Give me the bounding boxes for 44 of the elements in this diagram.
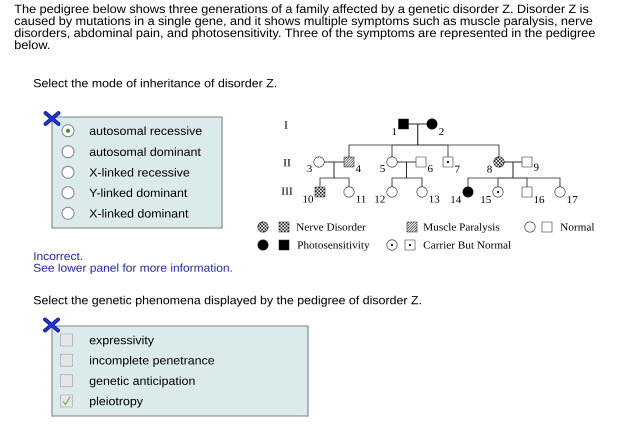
- answer-panel: [51, 116, 223, 229]
- generation-label: II: [284, 159, 290, 166]
- answer-option: Y-linked dominant: [89, 188, 188, 197]
- generation-label: III: [282, 188, 292, 195]
- individual-number: 6: [428, 165, 433, 172]
- generation-label: I: [284, 121, 288, 129]
- answer-option: X-linked dominant: [90, 209, 188, 218]
- individual-number: 5: [380, 165, 385, 172]
- answer-option: genetic anticipation: [90, 376, 195, 388]
- legend-label: Normal: [560, 223, 594, 231]
- answer-option: expressivity: [90, 336, 154, 347]
- individual-number: 4: [356, 165, 361, 172]
- answer-option: pleiotropy: [90, 396, 143, 408]
- legend-label: Photosensitivity: [298, 241, 370, 251]
- individual-number: 16: [534, 196, 544, 204]
- individual-number: 15: [481, 196, 491, 204]
- answer-option: X-linked recessive: [90, 168, 190, 177]
- individual-number: 3: [307, 165, 312, 172]
- legend-label: Muscle Paralysis: [424, 223, 500, 233]
- pedigree-line: [406, 162, 422, 188]
- answer-panel: [51, 325, 309, 417]
- individual-number: 12: [375, 196, 385, 202]
- answer-option: autosomal recessive: [90, 126, 202, 135]
- question-prompt: Select the genetic phenomena displayed by the pedigree of disorder Z.: [34, 296, 421, 307]
- legend-label: Nerve Disorder: [296, 223, 366, 231]
- feedback-text: Incorrect.: [34, 252, 82, 260]
- individual-number: 17: [568, 196, 578, 203]
- answer-option: autosomal dominant: [90, 147, 201, 156]
- question-text: The pedigree below shows three generations of a family affected by a genetic disorder Z. Disorder Z is caused by mutations in a single gene, and it shows multiple symptoms such as muscle paralysis, nerve disorders, abdominal pain, and photosensitivity. Three of the symptoms are represented in the pedigree below.: [14, 4, 595, 50]
- individual-number: 14: [451, 196, 462, 203]
- individual-number: 8: [487, 166, 492, 173]
- pedigree-line: [512, 162, 560, 188]
- pedigree-line: [334, 162, 350, 188]
- individual-number: 7: [455, 166, 460, 172]
- feedback-text: See lower panel for more information.: [34, 264, 232, 274]
- individual-number: 10: [303, 196, 314, 203]
- individual-number: 9: [534, 164, 539, 171]
- individual-number: 1: [392, 128, 396, 135]
- legend-label: Carrier But Normal: [424, 241, 511, 249]
- individual-number: 13: [430, 196, 440, 203]
- individual-number: 2: [439, 128, 444, 135]
- answer-option: incomplete penetrance: [90, 356, 214, 367]
- question-prompt: Select the mode of inheritance of disorder Z.: [34, 78, 276, 88]
- individual-number: 11: [356, 196, 366, 202]
